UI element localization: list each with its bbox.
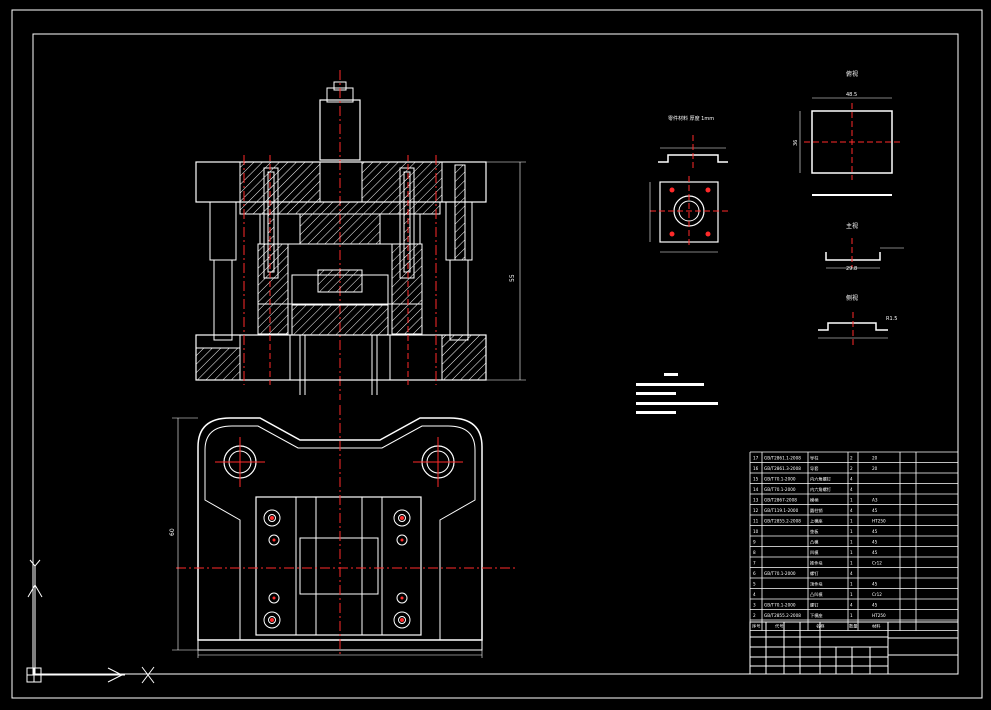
bom-cell-name: 螺钉 xyxy=(810,570,819,577)
bom-cell-std: GB/T2855.2-2008 xyxy=(764,613,801,618)
bom-cell-mat: HT250 xyxy=(872,613,886,618)
bom-cell-qty: 1 xyxy=(850,592,853,597)
bom-cell-no: 15 xyxy=(753,477,759,482)
bom-cell-no: 5 xyxy=(753,582,756,587)
bom-cell-mat: A3 xyxy=(872,498,878,503)
part-view-2-label: 俯视 xyxy=(846,70,858,78)
part-view-3-label: 主视 xyxy=(846,222,858,230)
bom-cell-std: GB/T119.1-2000 xyxy=(764,508,799,513)
inner-frame xyxy=(32,33,959,675)
bom-cell-mat: 20 xyxy=(872,466,878,471)
bom-cell-no: 11 xyxy=(753,519,759,524)
bom-header-mat: 材料 xyxy=(872,623,881,630)
bom-cell-no: 14 xyxy=(753,487,759,492)
bom-cell-no: 9 xyxy=(753,540,756,545)
bom-cell-qty: 4 xyxy=(850,477,853,482)
bom-cell-std: GB/T2861.1-2008 xyxy=(764,456,801,461)
bom-cell-name: 凸凹模 xyxy=(810,591,823,598)
part-detail-view-4[interactable]: 侧视 R1.5 xyxy=(818,294,897,345)
bom-cell-name: 螺钉 xyxy=(810,602,819,609)
bom-cell-qty: 1 xyxy=(850,540,853,545)
bom-cell-name: 上模座 xyxy=(810,518,823,525)
bom-cell-qty: 1 xyxy=(850,561,853,566)
bom-cell-qty: 1 xyxy=(850,550,853,555)
bom-cell-mat: 45 xyxy=(872,603,878,608)
bom-cell-mat: 45 xyxy=(872,508,878,513)
bom-cell-qty: 1 xyxy=(850,519,853,524)
bom-cell-qty: 4 xyxy=(850,603,853,608)
bom-header-no: 序号 xyxy=(752,623,760,630)
bom-cell-std: GB/T70.1-2000 xyxy=(764,487,796,492)
bom-cell-mat: 45 xyxy=(872,540,878,545)
bom-cell-qty: 1 xyxy=(850,498,853,503)
ucs-icon xyxy=(26,559,155,684)
bom-cell-std: GB/T2855.2-2008 xyxy=(764,519,801,524)
part-view-4-label: 侧视 xyxy=(846,294,858,302)
bom-cell-name: 下模座 xyxy=(810,612,823,619)
die-assembly-section-view[interactable]: 55 xyxy=(195,70,526,400)
bom-cell-no: 4 xyxy=(753,592,756,597)
part-top-height-label: 36 xyxy=(793,140,799,146)
bom-cell-name: 导套 xyxy=(810,465,819,472)
bom-cell-qty: 1 xyxy=(850,529,853,534)
bom-cell-mat: 20 xyxy=(872,456,878,461)
bom-cell-std: GB/T70.1-2000 xyxy=(764,477,796,482)
bom-cell-mat: HT250 xyxy=(872,519,886,524)
outer-frame xyxy=(11,9,983,699)
bom-cell-no: 16 xyxy=(753,466,759,471)
bom-cell-qty: 2 xyxy=(850,466,853,471)
bom-cell-name: 内六角螺钉 xyxy=(810,486,832,493)
bom-cell-name: 模柄 xyxy=(810,497,818,504)
bom-cell-name: 顶件块 xyxy=(810,581,823,588)
bom-cell-qty: 4 xyxy=(850,508,853,513)
part-detail-view-2[interactable]: 俯视 48.5 36 xyxy=(793,70,900,196)
bom-cell-no: 17 xyxy=(753,456,759,461)
bom-cell-name: 圆柱销 xyxy=(810,507,823,514)
svg-text:零件材料 厚度 1mm: 零件材料 厚度 1mm xyxy=(668,115,714,122)
bom-cell-std: GB/T2861.3-2008 xyxy=(764,466,801,471)
bom-cell-name: 凹模 xyxy=(810,549,819,556)
part-detail-view-3[interactable]: 主视 29.8 xyxy=(825,222,904,272)
bom-cell-name: 凸模 xyxy=(810,539,819,546)
bom-cell-name: 内六角螺钉 xyxy=(810,476,832,483)
part-top-width-label: 48.5 xyxy=(846,92,857,98)
bom-cell-mat: 45 xyxy=(872,582,878,587)
bom-cell-no: 12 xyxy=(753,508,759,513)
bom-cell-mat: Cr12 xyxy=(872,592,882,597)
bom-cell-std: GB/T2867-2008 xyxy=(764,498,797,503)
bom-cell-no: 6 xyxy=(753,571,756,576)
bom-cell-qty: 1 xyxy=(850,582,853,587)
bom-cell-name: 垫板 xyxy=(810,528,819,535)
bom-cell-qty: 4 xyxy=(850,487,853,492)
bom-cell-qty: 4 xyxy=(850,571,853,576)
bom-cell-no: 10 xyxy=(753,529,759,534)
part-detail-view-1[interactable]: 零件材料 厚度 1mm xyxy=(649,115,728,253)
bom-cell-std: GB/T70.1-2000 xyxy=(764,571,796,576)
bom-cell-mat: 45 xyxy=(872,529,878,534)
bom-cell-mat: Cr12 xyxy=(872,561,882,566)
title-block[interactable] xyxy=(749,621,959,675)
part-side-width-label: 29.8 xyxy=(846,266,857,272)
bom-cell-qty: 1 xyxy=(850,613,853,618)
bom-cell-mat: 45 xyxy=(872,550,878,555)
bom-cell-no: 7 xyxy=(753,561,756,566)
bom-cell-no: 3 xyxy=(753,603,756,608)
bom-cell-name: 导柱 xyxy=(810,455,819,462)
die-plan-view[interactable]: 60 xyxy=(169,405,516,658)
bom-header-std: 代号 xyxy=(775,623,783,630)
bom-cell-no: 8 xyxy=(753,550,756,555)
bom-cell-name: 推件块 xyxy=(810,560,823,567)
bom-cell-no: 13 xyxy=(753,498,759,503)
bom-header-qty: 数量 xyxy=(849,623,857,630)
bom-cell-qty: 2 xyxy=(850,456,853,461)
bom-cell-std: GB/T70.1-2000 xyxy=(764,603,796,608)
technical-requirements xyxy=(636,373,718,414)
bom-cell-no: 2 xyxy=(753,613,756,618)
flange-label: R1.5 xyxy=(886,316,897,322)
plan-width-label: 60 xyxy=(169,528,176,536)
height-dimension-label: 55 xyxy=(509,274,516,282)
